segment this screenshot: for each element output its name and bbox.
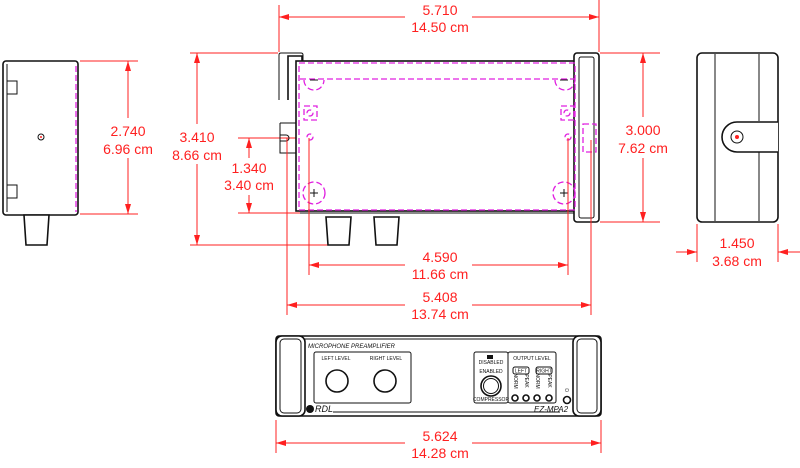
drawing-line: LEFT — [515, 369, 527, 375]
dim-label-in: 5.408 — [422, 289, 457, 305]
drawing-line — [302, 181, 326, 205]
drawing-line — [278, 52, 304, 100]
dim-label-cm: 8.66 cm — [172, 147, 222, 163]
panel-title: MICROPHONE PREAMPLIFIER — [308, 344, 396, 350]
dim-label-in: 3.000 — [625, 122, 660, 138]
drawing-line — [582, 123, 597, 153]
model-name: EZ-MPA2 — [534, 405, 569, 414]
left-side-view — [2, 60, 79, 246]
drawing-line — [6, 80, 18, 95]
drawing-line: PEAK — [546, 374, 552, 388]
drawing-line — [552, 181, 576, 205]
dim-label-cm: 14.50 cm — [411, 19, 469, 35]
drawing-line — [303, 79, 576, 91]
led-left-norm — [511, 394, 519, 402]
drawing-line: RIGHT — [536, 369, 552, 375]
drawing-line — [576, 338, 598, 414]
drawing-line — [306, 133, 314, 141]
power-led — [562, 395, 572, 405]
right-level-label: RIGHT LEVEL — [370, 356, 403, 362]
dim-mount-hole-spacing: 4.590 11.66 cm — [308, 138, 569, 282]
power-icon: ⏻ — [565, 388, 569, 394]
dim-end-cap-depth: 3.000 7.62 cm — [600, 52, 668, 223]
drawing-line — [730, 130, 744, 144]
brand-logo: RDL — [315, 404, 333, 414]
drawing-line — [563, 109, 571, 117]
drawing-line: COMPRESSOR — [473, 397, 510, 403]
drawing-line — [37, 133, 45, 141]
led-left-peak — [522, 394, 530, 402]
drawing-line — [310, 79, 568, 197]
left-knob-shaft — [325, 216, 352, 246]
dim-label-in: 4.590 — [422, 249, 457, 265]
dim-label-in: 1.450 — [719, 235, 754, 251]
drawing-line — [6, 184, 18, 199]
dim-label-cm: 13.74 cm — [411, 306, 469, 322]
front-view: MICROPHONE PREAMPLIFIER LEFT LEVEL RIGHT… — [275, 335, 602, 417]
dim-label-in: 1.340 — [231, 160, 266, 176]
dim-label-in: 3.410 — [179, 129, 214, 145]
dim-overall-depth: 3.410 8.66 cm — [172, 52, 330, 246]
drawing-line — [2, 60, 79, 216]
dim-label-cm: 6.96 cm — [103, 141, 153, 157]
switch-icon — [487, 355, 493, 359]
drawing-line — [573, 52, 600, 223]
drawing-line: PEAK — [523, 374, 529, 388]
drawing-line: ENABLED — [479, 369, 503, 375]
left-level-label: LEFT LEVEL — [321, 356, 350, 362]
drawing-line: NORM — [512, 373, 518, 388]
dim-label-cm: 11.66 cm — [412, 266, 469, 282]
drawing-line — [578, 56, 595, 219]
dim-overall-width: 5.710 14.50 cm — [278, 0, 600, 52]
drawing-line — [512, 366, 530, 375]
drawing-line — [313, 351, 412, 404]
drawing-line — [535, 366, 553, 375]
drawing-line — [483, 378, 499, 394]
right-knob-shaft — [373, 216, 400, 246]
drawing-line — [735, 135, 739, 139]
dim-end-cap-width: 1.450 3.68 cm — [676, 224, 800, 269]
dim-label-cm: 7.62 cm — [618, 140, 668, 156]
drawing-line — [306, 109, 314, 117]
drawing-line — [40, 136, 42, 138]
dim-label-in: 5.624 — [422, 428, 457, 444]
dim-jack-height: 1.340 3.40 cm — [224, 137, 300, 214]
drawing-line — [295, 60, 578, 212]
drawing-line: DISABLED — [479, 360, 504, 366]
knob-shaft — [23, 214, 50, 246]
right-level-knob[interactable] — [373, 369, 397, 393]
dim-label-in: 2.740 — [110, 123, 145, 139]
drawing-line — [721, 121, 778, 153]
drawing-line: OUTPUT LEVEL — [513, 356, 551, 362]
drawing-line — [560, 105, 575, 121]
drawing-line — [279, 122, 296, 154]
right-side-view — [696, 52, 779, 223]
drawing-line — [279, 338, 302, 414]
right-end-cap — [572, 335, 602, 417]
dim-label-cm: 3.40 cm — [224, 177, 274, 193]
drawing-line — [303, 105, 318, 121]
dim-mount-width: 5.408 13.74 cm — [286, 138, 592, 322]
dim-label-cm: 14.28 cm — [411, 445, 469, 461]
dim-label-in: 5.710 — [422, 2, 457, 18]
drawing-line — [507, 351, 557, 404]
rdl-logo-dot — [306, 405, 314, 413]
drawing-line: NORM — [534, 373, 540, 388]
dim-body-depth: 2.740 6.96 cm — [80, 60, 153, 215]
led-right-norm — [533, 394, 541, 402]
drawing-line — [298, 62, 576, 211]
dim-front-width: 5.624 14.28 cm — [275, 420, 602, 461]
dim-label-cm: 3.68 cm — [712, 253, 762, 269]
led-right-peak — [545, 394, 553, 402]
left-level-knob[interactable] — [325, 369, 349, 393]
top-view — [278, 52, 600, 246]
left-end-cap — [275, 335, 306, 417]
